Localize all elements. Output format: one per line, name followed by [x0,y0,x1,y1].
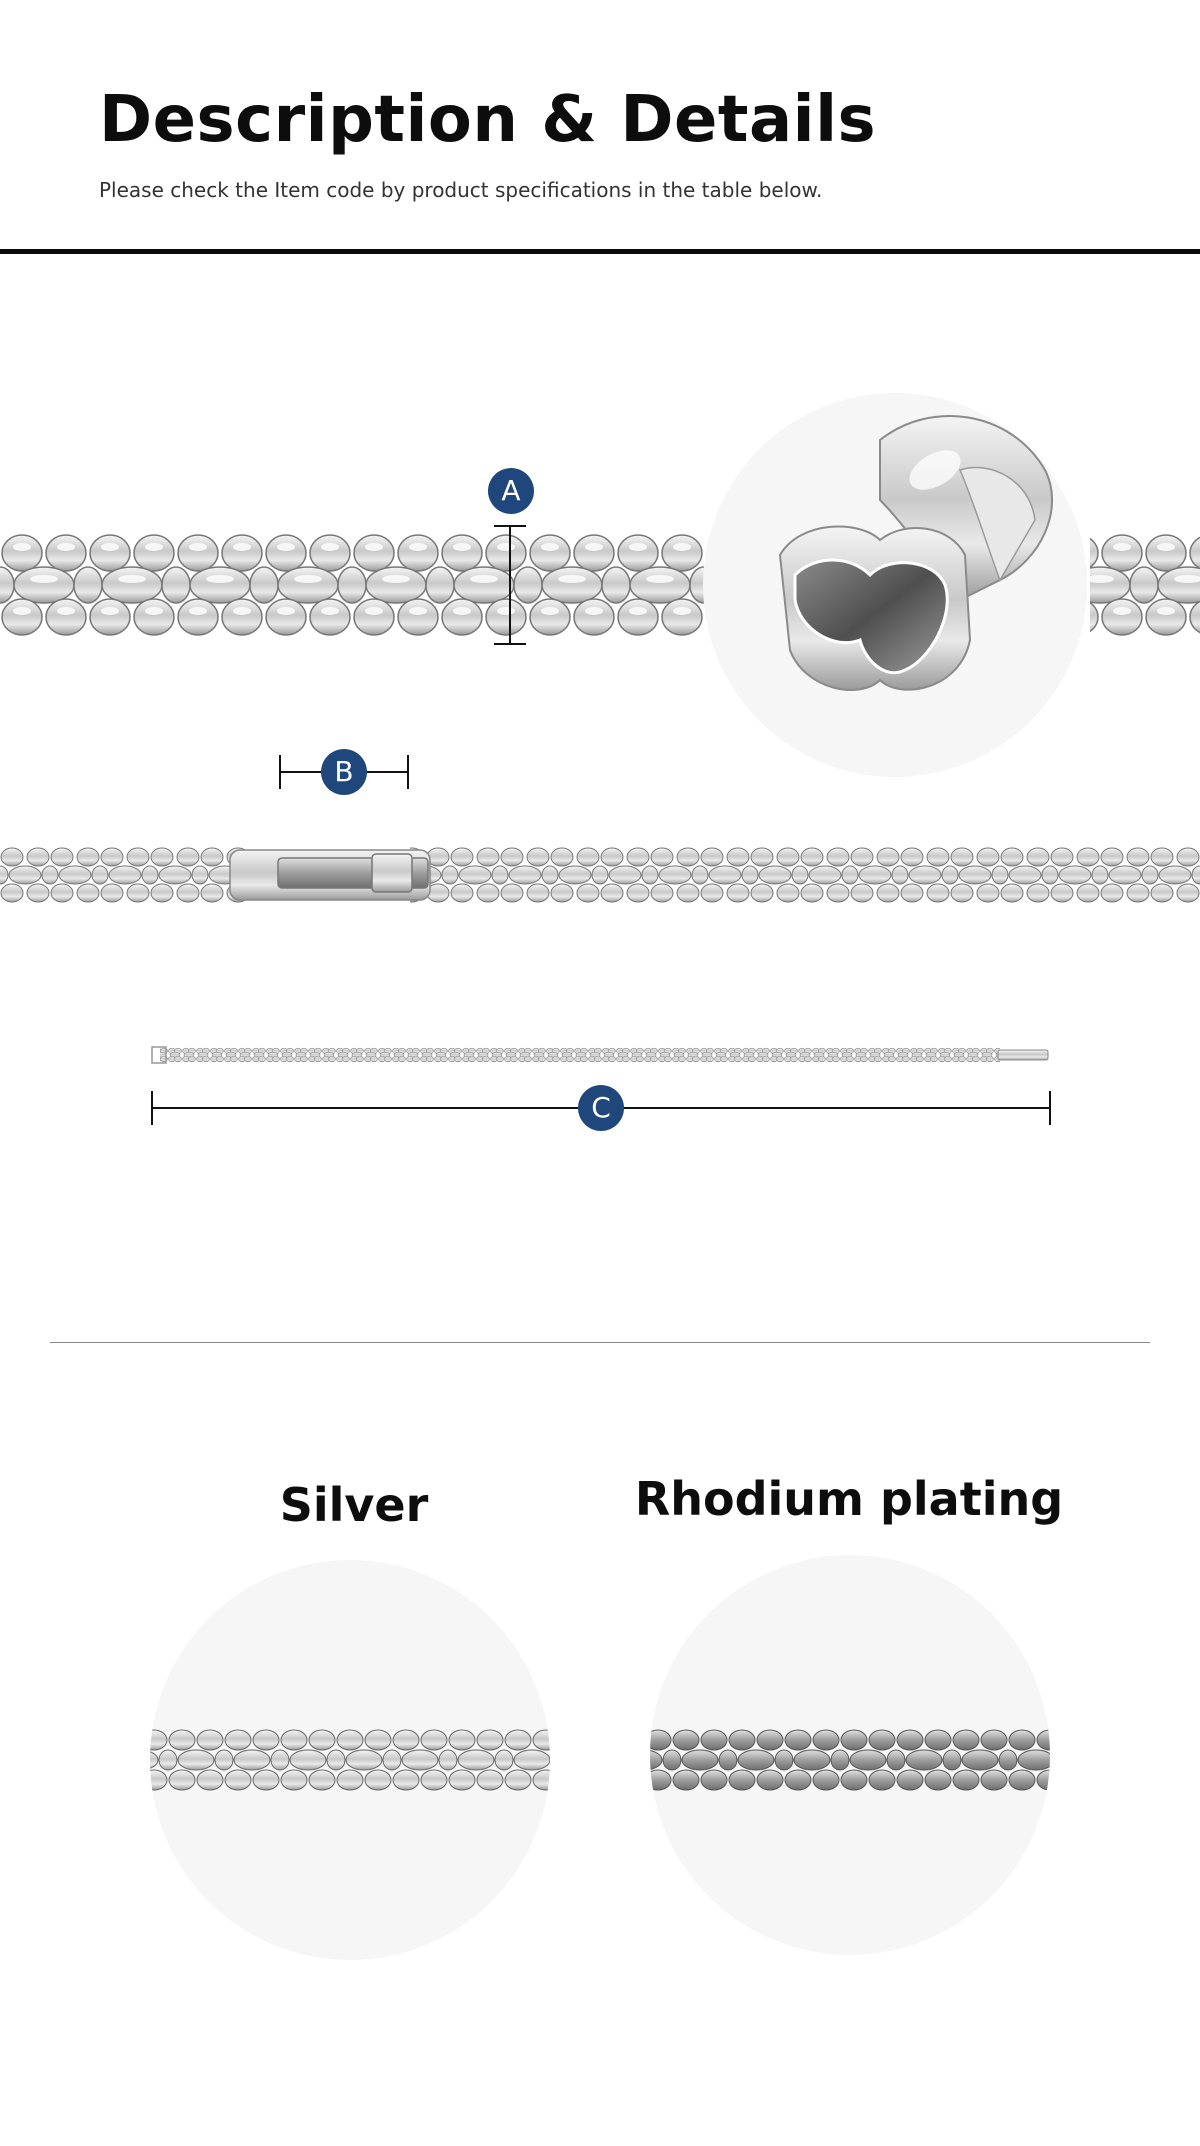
silver-swatch [150,1560,550,1960]
link-detail-circle [703,393,1087,777]
finish-title-silver: Silver [279,1478,429,1532]
full-bracelet [151,1046,1049,1064]
page-title: Description & Details [99,83,877,157]
header-divider [0,249,1200,254]
dimension-a-marker: A [488,468,534,514]
chain-closeup [0,525,1200,645]
chain-with-clasp [0,845,1200,905]
dimension-c-marker: C [578,1085,624,1131]
page-subtitle: Please check the Item code by product sp… [99,178,823,202]
section-divider [50,1342,1150,1343]
page-header: Description & Details Please check the I… [0,0,1200,252]
dimension-a-line [494,525,526,645]
finish-title-rhodium: Rhodium plating [634,1472,1064,1526]
dimension-b-marker: B [321,749,367,795]
rhodium-swatch [650,1555,1050,1955]
